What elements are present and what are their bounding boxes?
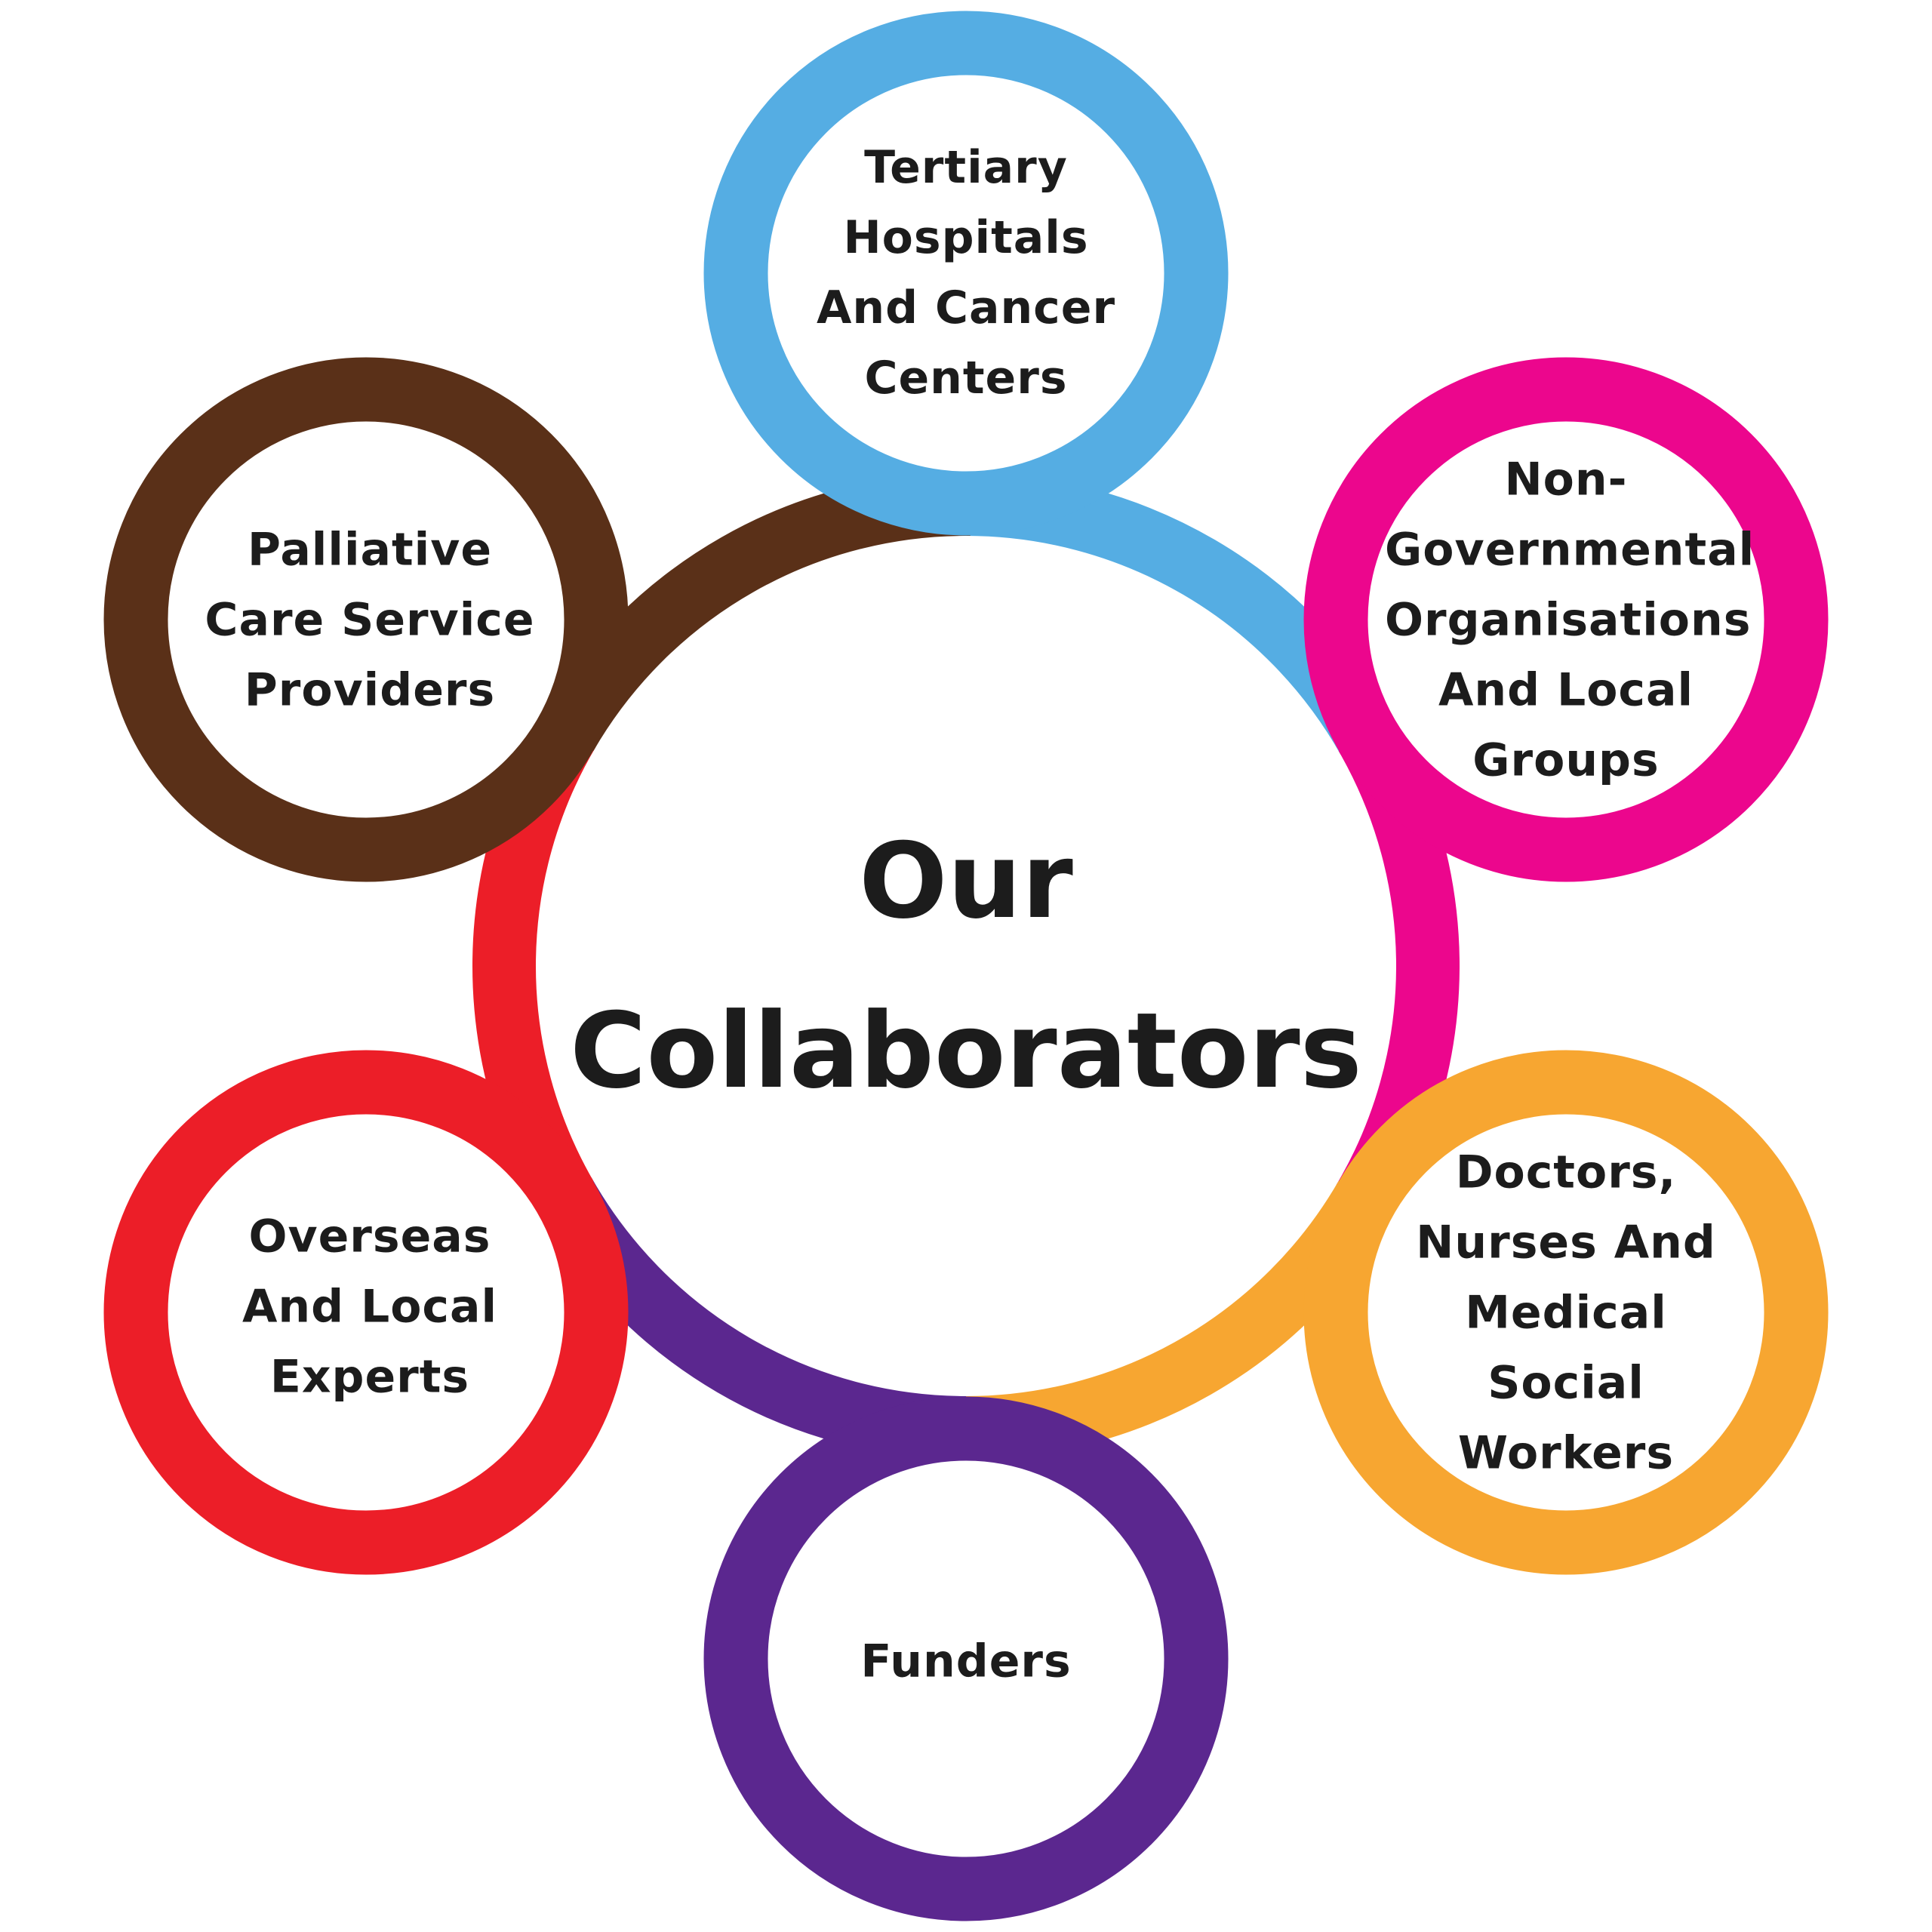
- label-funders: Funders: [860, 1635, 1072, 1688]
- label-palliative-care: Palliative Care Service Providers: [205, 523, 535, 717]
- collaborator-circle: [103, 1050, 629, 1575]
- label-doctors-nurses: Doctors, Nurses And Medical Social Worke…: [1416, 1146, 1716, 1480]
- collaborator-circle: [1303, 1050, 1829, 1575]
- label-overseas-experts: Overseas And Local Experts: [242, 1210, 498, 1404]
- collaborator-circle: [103, 357, 629, 882]
- label-tertiary-hospitals: Tertiary Hospitals And Cancer Centers: [816, 141, 1116, 405]
- diagram-title: Our Collaborators: [570, 820, 1362, 1112]
- collaborator-circle: [703, 1396, 1229, 1921]
- collaborator-circle: [703, 11, 1229, 536]
- label-ngos: Non-Governmental Organisations And Local…: [1385, 453, 1755, 787]
- collaborator-circle: [1303, 357, 1829, 882]
